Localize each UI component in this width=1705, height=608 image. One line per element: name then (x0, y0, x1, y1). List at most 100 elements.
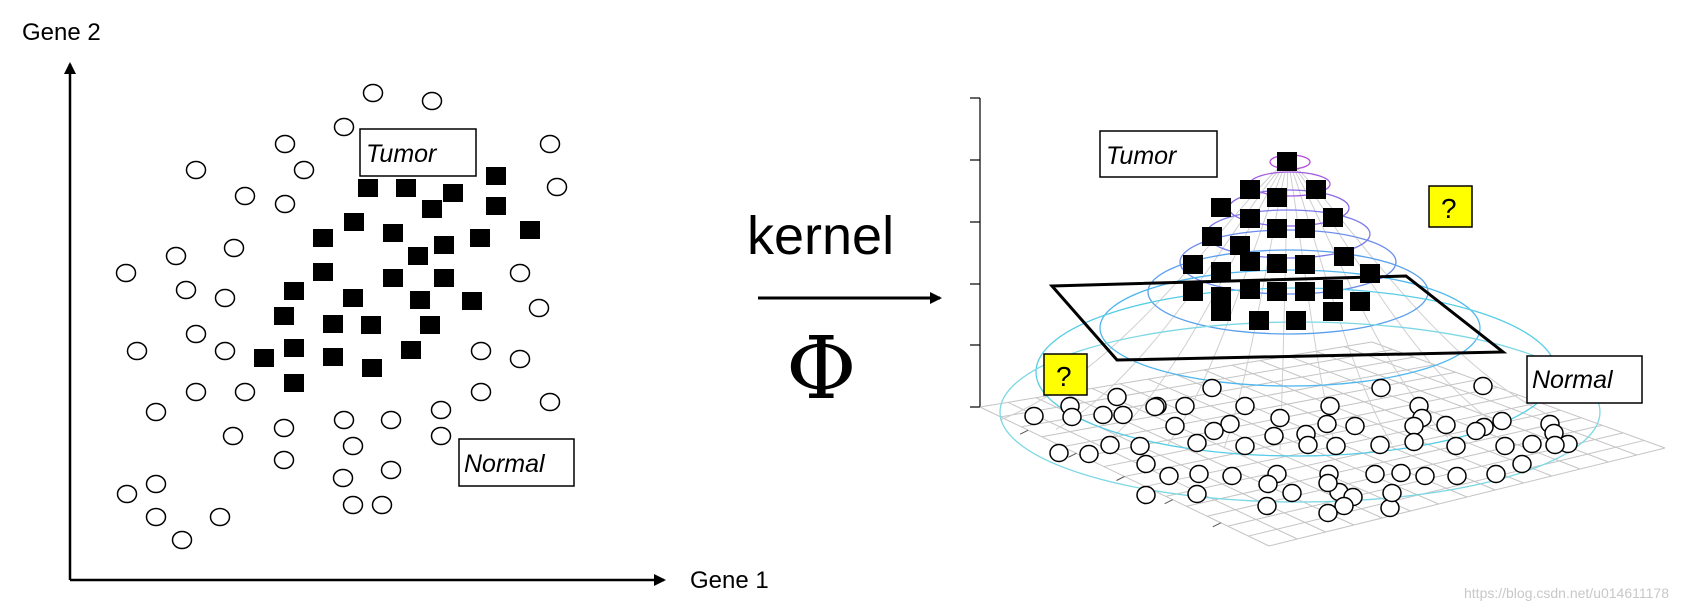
normal-sample (1093, 405, 1113, 425)
tumor-sample (383, 269, 403, 287)
normal-sample (1545, 435, 1565, 455)
normal-sample (1370, 435, 1390, 455)
normal-sample (1257, 496, 1277, 516)
normal-sample (1235, 396, 1255, 416)
tumor-sample (284, 374, 304, 392)
normal-sample (1495, 436, 1515, 456)
normal-sample (234, 186, 256, 206)
tumor-sample (1323, 280, 1343, 299)
normal-sample (539, 392, 561, 412)
kernel-label: kernel (747, 206, 894, 266)
unknown-box-top (1428, 185, 1473, 228)
normal-sample (1318, 473, 1338, 493)
tumor-sample (344, 213, 364, 231)
normal-sample (509, 263, 531, 283)
normal-sample (332, 468, 354, 488)
tumor-sample (362, 359, 382, 377)
watermark: https://blog.csdn.net/u014611178 (1464, 585, 1669, 601)
normal-sample (185, 324, 207, 344)
kernel-transform: kernel Φ (747, 206, 942, 419)
normal-sample (116, 484, 138, 504)
vertical-axis (970, 97, 981, 408)
normal-sample (1318, 503, 1338, 523)
tumor-sample (401, 341, 421, 359)
normal-sample (126, 341, 148, 361)
normal-sample (528, 298, 550, 318)
normal-sample (1145, 397, 1165, 417)
left-normal-label-box: Normal (458, 438, 575, 487)
tumor-sample (434, 236, 454, 254)
separating-plane (1048, 274, 1508, 362)
normal-sample (362, 83, 384, 103)
tumor-sample (254, 349, 274, 367)
normal-sample (214, 341, 236, 361)
tumor-sample (462, 292, 482, 310)
tumor-sample (443, 184, 463, 202)
tumor-sample (422, 200, 442, 218)
right-normal-label: Normal (1532, 366, 1614, 394)
normal-sample (145, 507, 167, 527)
tumor-sample (470, 229, 490, 247)
normal-sample (175, 280, 197, 300)
normal-sample (1159, 466, 1179, 486)
normal-sample (1187, 484, 1207, 504)
normal-sample (1298, 435, 1318, 455)
normal-sample (185, 160, 207, 180)
left-tumor-label-box: Tumor (359, 128, 477, 177)
normal-sample (1486, 464, 1506, 484)
normal-sample (1512, 454, 1532, 474)
normal-sample (470, 341, 492, 361)
normal-sample (1345, 416, 1365, 436)
normal-sample (1258, 474, 1278, 494)
unknown-sample-top: ? (1428, 185, 1473, 228)
normal-sample (145, 474, 167, 494)
tumor-sample (1286, 311, 1306, 330)
normal-sample (1136, 454, 1156, 474)
normal-sample (1062, 407, 1082, 427)
normal-sample (1202, 378, 1222, 398)
normal-sample (470, 382, 492, 402)
normal-sample (1404, 416, 1424, 436)
normal-sample (1024, 406, 1044, 426)
tumor-sample (1295, 282, 1315, 301)
normal-sample (1270, 408, 1290, 428)
normal-sample (430, 426, 452, 446)
normal-sample (1113, 405, 1133, 425)
normal-sample (1522, 434, 1542, 454)
normal-sample (1466, 421, 1486, 441)
tumor-sample (274, 307, 294, 325)
tumor-sample (1240, 209, 1260, 228)
tumor-sample (1202, 227, 1222, 246)
normal-sample (1189, 464, 1209, 484)
normal-sample (1100, 435, 1120, 455)
normal-sample (333, 117, 355, 137)
normal-sample (1220, 414, 1240, 434)
tumor-sample (520, 221, 540, 239)
left-scatter-plot: Gene 2 Gene 1 Tumor Normal (22, 19, 769, 594)
normal-sample (1334, 496, 1354, 516)
right-normal-label-box: Normal (1526, 355, 1643, 404)
normal-sample (1235, 436, 1255, 456)
normal-sample (430, 400, 452, 420)
normal-sample (1436, 415, 1456, 435)
normal-sample (421, 91, 443, 111)
normal-sample (1107, 387, 1127, 407)
tumor-sample (1249, 311, 1269, 330)
normal-sample (509, 349, 531, 369)
tumor-sample (420, 316, 440, 334)
tumor-sample (1323, 208, 1343, 227)
normal-sample (145, 402, 167, 422)
tumor-sample (383, 224, 403, 242)
x-axis-label: Gene 1 (690, 567, 769, 594)
tumor-sample (284, 282, 304, 300)
tumor-sample (358, 179, 378, 197)
normal-sample (380, 410, 402, 430)
normal-sample (1204, 421, 1224, 441)
tumor-sample (313, 263, 333, 281)
tumor-sample (434, 269, 454, 287)
normal-sample (1391, 463, 1411, 483)
unknown-mark-top: ? (1441, 193, 1457, 224)
tumor-sample (323, 315, 343, 333)
tumor-sample (343, 289, 363, 307)
